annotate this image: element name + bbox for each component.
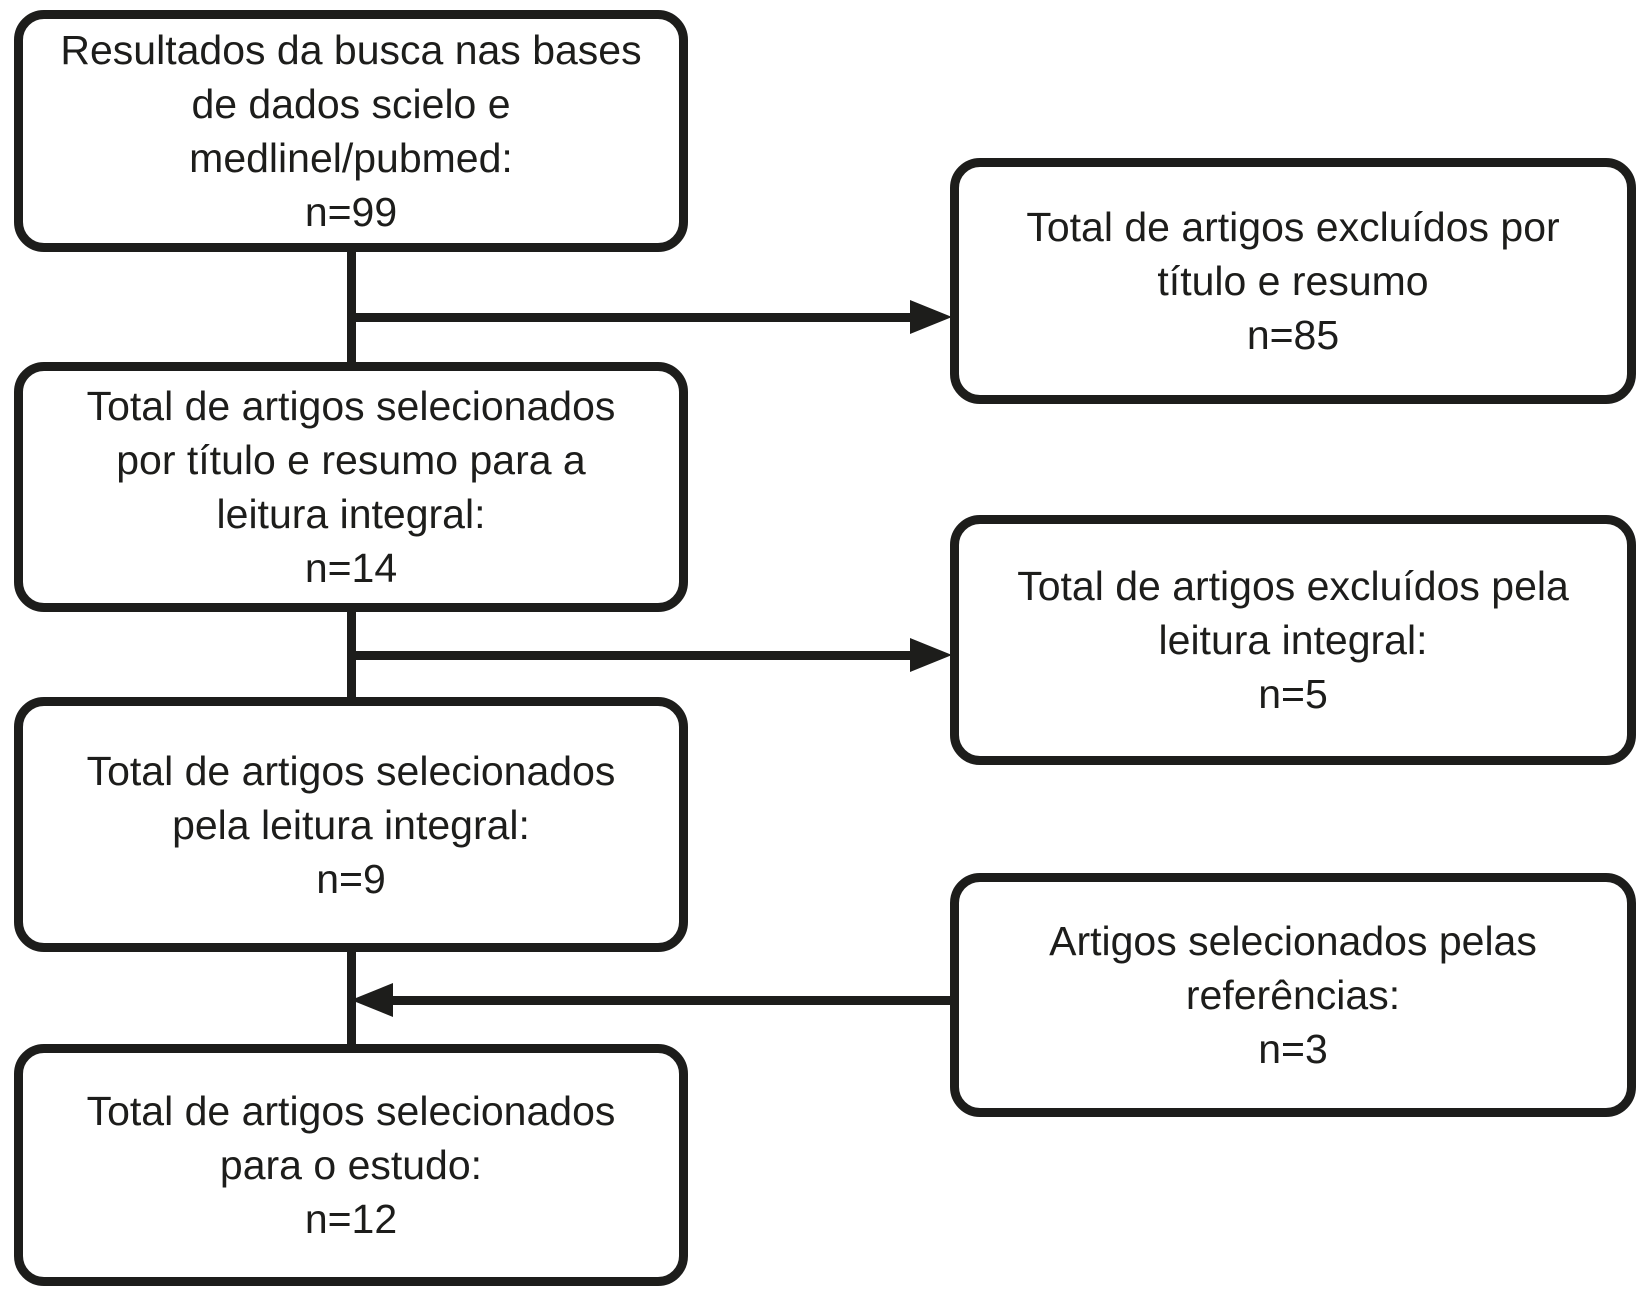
- flow-box-text-line: leitura integral:: [1158, 617, 1428, 663]
- flow-box-text-line: Resultados da busca nas bases: [60, 27, 642, 73]
- flow-box-count: n=14: [304, 545, 398, 591]
- flow-box-text-line: Artigos selecionados pelas: [1049, 918, 1537, 964]
- flow-box-selected-for-study: Total de artigos selecionados para o est…: [14, 1044, 688, 1286]
- flow-box-text-line: pela leitura integral:: [172, 801, 530, 848]
- flow-box-text-line: Total de artigos selecionados: [86, 1088, 616, 1134]
- flow-box-text-line: Total de artigos selecionados: [86, 747, 616, 794]
- flow-box-text-line: Total de artigos selecionados: [86, 383, 616, 429]
- flow-box-count: n=85: [1246, 312, 1340, 358]
- connector-branch-to-excluded-full: [347, 651, 912, 660]
- flow-box-count: n=9: [316, 855, 386, 902]
- flow-box-excluded-by-full-reading: Total de artigos excluídos pela leitura …: [950, 515, 1636, 765]
- flow-box-excluded-by-title-abstract: Total de artigos excluídos por título e …: [950, 158, 1636, 404]
- flow-box-text-line: para o estudo:: [219, 1142, 483, 1188]
- flow-box-count: n=5: [1258, 671, 1328, 717]
- flow-box-text-line: por título e resumo para a: [116, 437, 586, 483]
- flow-box-search-results: Resultados da busca nas bases de dados s…: [14, 10, 688, 252]
- flow-box-count: n=3: [1258, 1026, 1328, 1072]
- flow-box-count: n=99: [304, 189, 398, 235]
- flow-box-text-line: de dados scielo e: [191, 81, 511, 127]
- arrowhead-left-icon: [351, 983, 393, 1017]
- flow-box-text-line: Total de artigos excluídos por: [1026, 204, 1560, 250]
- flow-box-text-line: Total de artigos excluídos pela: [1017, 563, 1569, 609]
- arrowhead-right-icon: [910, 638, 952, 672]
- flow-box-selected-by-full-reading: Total de artigos selecionados pela leitu…: [14, 697, 688, 952]
- flow-box-text-line: referências:: [1185, 972, 1401, 1018]
- flow-box-selected-by-references: Artigos selecionados pelas referências: …: [950, 873, 1636, 1117]
- connector-references-to-flow: [390, 996, 950, 1005]
- connector-branch-to-excluded-title: [347, 313, 912, 322]
- flow-box-count: n=12: [304, 1196, 398, 1242]
- flow-box-selected-by-title-abstract: Total de artigos selecionados por título…: [14, 362, 688, 612]
- flow-box-text-line: medlinel/pubmed:: [189, 135, 513, 181]
- flow-box-text-line: leitura integral:: [216, 491, 486, 537]
- flow-box-text-line: título e resumo: [1157, 258, 1429, 304]
- connector-search-to-selected-title: [347, 248, 356, 366]
- arrowhead-right-icon: [910, 300, 952, 334]
